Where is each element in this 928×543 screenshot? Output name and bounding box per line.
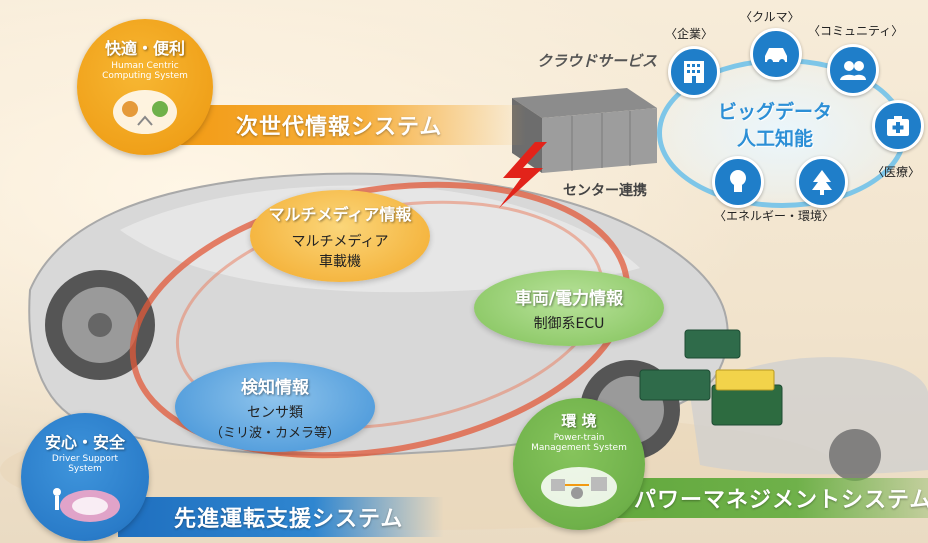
sensing-line1: センサ類 [247, 405, 303, 421]
environment-circle: 環 境 Power-train Management System [513, 398, 645, 530]
center-link-label: センター連携 [563, 183, 647, 199]
lightning-icon [499, 142, 547, 208]
comfort-sub2: Computing System [102, 71, 188, 81]
domain-community [827, 44, 879, 96]
domain-enterprise [668, 46, 720, 98]
sensing-title: 検知情報 [241, 378, 309, 398]
domain-car-label: 〈クルマ〉 [740, 10, 800, 24]
car-icon [765, 48, 787, 65]
building-icon [684, 61, 704, 83]
comfort-band: 次世代情報システム [170, 105, 526, 145]
domain-energy-label: 〈エネルギー・環境〉 [714, 209, 835, 223]
environment-sub1: Power-train [553, 433, 605, 443]
multimedia-line2: 車載機 [319, 254, 361, 270]
comfort-title: 快適・便利 [104, 39, 185, 58]
environment-sub2: Management System [531, 443, 627, 453]
safety-sub1: Driver Support [51, 454, 119, 464]
comfort-band-text: 次世代情報システム [236, 115, 443, 140]
people-icon [840, 61, 866, 80]
vehicle-bubble: 車両/電力情報 制御系ECU [474, 270, 664, 346]
safety-title: 安心・安全 [44, 433, 125, 452]
environment-band-text: パワーマネジメントシステム [634, 488, 928, 513]
lightbulb-icon [730, 170, 746, 192]
bigdata-line2: 人工知能 [737, 128, 814, 150]
cloud-title: クラウドサービス [537, 52, 658, 70]
safety-band: 先進運転支援システム [118, 497, 444, 537]
vehicle-line1: 制御系ECU [533, 315, 605, 332]
domain-car [750, 28, 802, 80]
bigdata-line1: ビッグデータ [718, 101, 833, 123]
domain-environment [796, 156, 848, 208]
sensing-bubble: 検知情報 センサ類 （ミリ波・カメラ等） [175, 362, 375, 452]
comfort-sub1: Human Centric [111, 61, 179, 71]
multimedia-title: マルチメディア情報 [268, 205, 412, 224]
server-rack-icon [512, 88, 657, 173]
environment-title: 環 境 [561, 412, 597, 430]
multimedia-line1: マルチメディア [291, 234, 389, 250]
domain-medical-label: 〈医療〉 [872, 165, 921, 179]
domain-medical [872, 100, 924, 152]
comfort-circle: 快適・便利 Human Centric Computing System [77, 19, 213, 155]
safety-sub2: System [68, 464, 102, 474]
driver-assist-icon [53, 488, 120, 522]
cockpit-icon [113, 90, 177, 134]
cloud-server [512, 78, 657, 173]
safety-circle: 安心・安全 Driver Support System [21, 413, 149, 541]
multimedia-bubble: マルチメディア情報 マルチメディア 車載機 [250, 190, 430, 282]
domain-energy [712, 156, 764, 208]
sensing-line2: （ミリ波・カメラ等） [209, 426, 340, 441]
medical-icon [887, 116, 909, 136]
domain-enterprise-label: 〈企業〉 [665, 27, 714, 41]
tree-icon [812, 170, 832, 195]
powertrain-icon [541, 467, 617, 507]
vehicle-title: 車両/電力情報 [514, 288, 624, 309]
safety-band-text: 先進運転支援システム [174, 507, 404, 532]
domain-community-label: 〈コミュニティ〉 [808, 24, 904, 38]
